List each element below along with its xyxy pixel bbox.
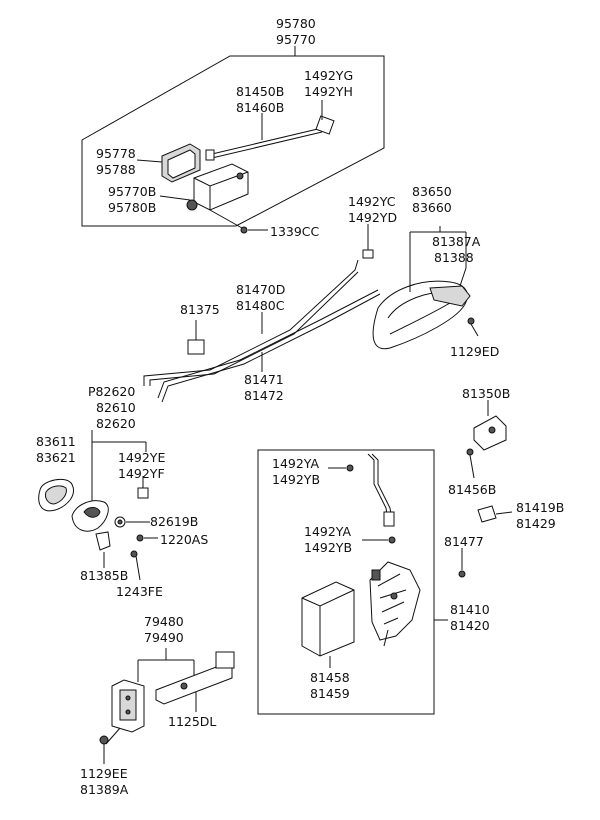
part-label: 95778 <box>96 146 136 161</box>
part-label: 81375 <box>180 302 220 317</box>
part-label: 82610 <box>96 400 136 415</box>
part-label: 1492YA <box>304 524 351 539</box>
part-label: 81389A <box>80 782 129 797</box>
screw-1243fe <box>130 550 141 581</box>
part-label: 81458 <box>310 670 350 685</box>
screw-1339cc <box>209 209 268 234</box>
part-label: 1492YC <box>348 194 396 209</box>
part-label: 81419B <box>516 500 564 515</box>
part-label: 81480C <box>236 298 285 313</box>
bolt-81456b <box>466 448 475 479</box>
door-lock-actuator <box>159 163 249 211</box>
screw-81477 <box>458 548 466 578</box>
part-label: 1492YD <box>348 210 397 225</box>
part-label: 95770 <box>276 32 316 47</box>
washer-82619b <box>114 516 150 528</box>
part-label: 1492YB <box>272 472 320 487</box>
lock-link-rod <box>205 100 335 161</box>
part-label: 95788 <box>96 162 136 177</box>
part-label: 82620 <box>96 416 136 431</box>
part-label: 81477 <box>444 534 484 549</box>
part-label: 83611 <box>36 434 76 449</box>
door-latch-assembly <box>369 561 421 647</box>
part-label: 95780B <box>108 200 156 215</box>
part-label: 79490 <box>144 630 184 645</box>
part-label: 1339CC <box>270 224 320 239</box>
outside-door-handle <box>372 226 471 350</box>
part-label: 81385B <box>80 568 128 583</box>
part-label: 81388 <box>434 250 474 265</box>
part-label: 1125DL <box>168 714 216 729</box>
part-label: 1492YA <box>272 456 319 471</box>
part-label: 83650 <box>412 184 452 199</box>
part-label: 82619B <box>150 514 198 529</box>
part-label: P82620 <box>88 384 135 399</box>
latch-rod <box>328 453 396 544</box>
part-label: 81456B <box>448 482 496 497</box>
striker-bracket <box>473 400 507 451</box>
lock-assembly-frame <box>81 55 385 227</box>
door-latch-frame <box>257 449 435 715</box>
latch-cover <box>301 581 355 668</box>
actuator-cap <box>136 143 201 183</box>
inside-handle-group <box>38 430 149 532</box>
part-label: 83660 <box>412 200 452 215</box>
rod-clip-81375 <box>187 320 205 355</box>
part-label: 1492YE <box>118 450 165 465</box>
part-label: 81387A <box>432 234 481 249</box>
part-label: 81459 <box>310 686 350 701</box>
part-label: 81350B <box>462 386 510 401</box>
part-label: 81450B <box>236 84 284 99</box>
part-label: 1492YF <box>118 466 165 481</box>
part-label: 1129ED <box>450 344 499 359</box>
part-label: 1129EE <box>80 766 128 781</box>
door-checker <box>111 648 235 733</box>
bolt-1129ee <box>99 727 121 764</box>
part-label: 81410 <box>450 602 490 617</box>
part-label: 81472 <box>244 388 284 403</box>
screw-1129ed <box>467 317 479 337</box>
part-label: 81471 <box>244 372 284 387</box>
part-label: 81470D <box>236 282 285 297</box>
cap-81385b <box>95 531 111 568</box>
part-label: 81460B <box>236 100 284 115</box>
part-label: 95780 <box>276 16 316 31</box>
clip-1492yc <box>362 224 374 259</box>
outside-handle-rods <box>143 259 381 403</box>
part-label: 1243FE <box>116 584 163 599</box>
part-label: 81429 <box>516 516 556 531</box>
part-label: 83621 <box>36 450 76 465</box>
part-label: 95770B <box>108 184 156 199</box>
pad-81419b <box>477 505 513 523</box>
part-label: 1492YG <box>304 68 353 83</box>
part-label: 1220AS <box>160 532 208 547</box>
part-label: 81420 <box>450 618 490 633</box>
screw-1220as <box>136 534 158 542</box>
part-label: 79480 <box>144 614 184 629</box>
part-label: 1492YB <box>304 540 352 555</box>
part-label: 1492YH <box>304 84 353 99</box>
